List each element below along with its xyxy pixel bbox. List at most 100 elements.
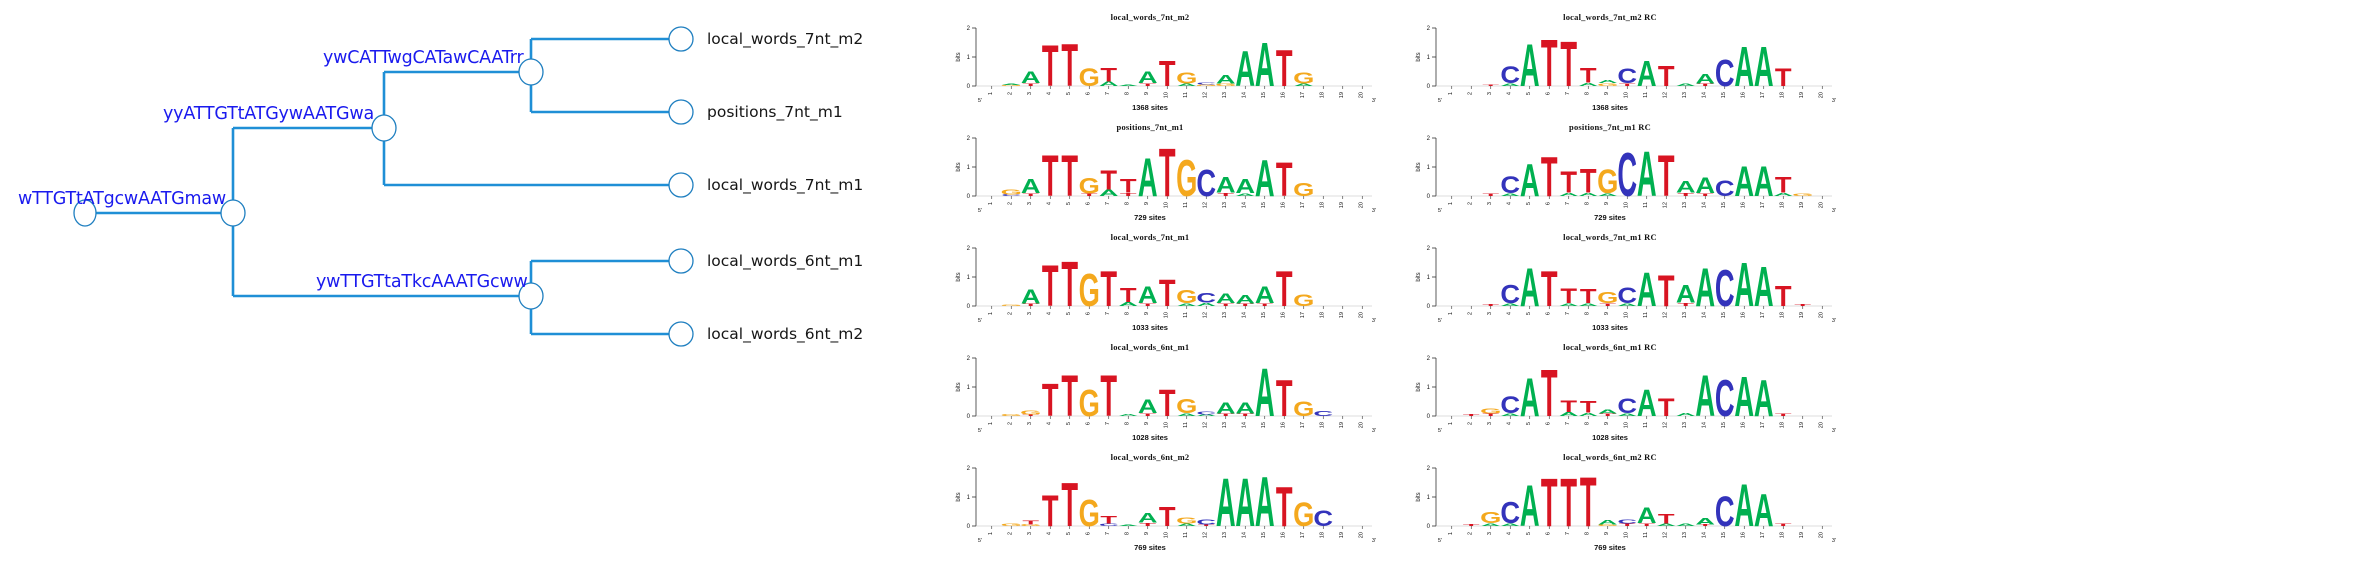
svg-text:T: T (1619, 82, 1636, 87)
svg-text:18: 18 (1779, 202, 1785, 208)
svg-text:14: 14 (1701, 92, 1707, 98)
svg-text:A: A (1255, 30, 1275, 100)
svg-text:15: 15 (1261, 92, 1267, 98)
svg-text:10: 10 (1623, 312, 1629, 318)
svg-text:3: 3 (1487, 92, 1493, 95)
svg-text:T: T (1775, 63, 1792, 92)
svg-text:1: 1 (988, 92, 994, 95)
svg-text:20: 20 (1358, 312, 1364, 318)
svg-text:19: 19 (1339, 92, 1345, 98)
logo-title: local_words_7nt_m2 (1110, 12, 1190, 22)
svg-text:7: 7 (1565, 92, 1571, 95)
svg-text:7: 7 (1565, 532, 1571, 535)
logo-sites-count: 1368 sites (1592, 103, 1628, 112)
svg-text:2: 2 (1467, 312, 1473, 315)
svg-text:1: 1 (1448, 532, 1454, 535)
svg-text:18: 18 (1779, 422, 1785, 428)
svg-text:A: A (1617, 412, 1637, 417)
svg-text:T: T (1619, 523, 1636, 527)
svg-text:16: 16 (1740, 92, 1746, 98)
svg-text:1: 1 (967, 165, 971, 171)
svg-text:5': 5' (1438, 428, 1442, 434)
svg-text:5: 5 (1526, 422, 1532, 425)
svg-text:6: 6 (1545, 422, 1551, 425)
node-leaf-0 (668, 26, 694, 52)
svg-text:T: T (1276, 476, 1293, 538)
dendrogram-panel: wTTGTtATgcwAATGmaw yyATTGTtATGywAATGwa y… (0, 0, 900, 587)
svg-text:T: T (1541, 146, 1558, 208)
svg-text:17: 17 (1760, 422, 1766, 428)
svg-text:G: G (1597, 289, 1618, 307)
logo-title: local_words_7nt_m1 (1110, 232, 1190, 242)
svg-text:5': 5' (1438, 318, 1442, 324)
svg-text:4: 4 (1046, 532, 1052, 535)
svg-text:bits: bits (956, 52, 962, 61)
svg-text:T: T (1100, 514, 1117, 526)
svg-text:C: C (1500, 280, 1520, 309)
svg-text:19: 19 (1339, 312, 1345, 318)
svg-text:A: A (1520, 32, 1540, 99)
svg-text:20: 20 (1358, 532, 1364, 538)
svg-text:T: T (1697, 83, 1714, 87)
svg-text:1: 1 (967, 55, 971, 61)
svg-text:T: T (1580, 397, 1597, 416)
svg-text:A: A (1734, 250, 1754, 320)
logo-sites-count: 729 sites (1594, 213, 1626, 222)
svg-text:C: C (1500, 172, 1520, 198)
svg-text:8: 8 (1584, 312, 1590, 315)
svg-text:G: G (1020, 524, 1041, 527)
svg-text:T: T (1560, 396, 1577, 415)
svg-text:18: 18 (1319, 422, 1325, 428)
svg-text:17: 17 (1300, 422, 1306, 428)
svg-text:T: T (1159, 53, 1176, 94)
svg-text:G: G (1001, 523, 1022, 527)
svg-text:5: 5 (1066, 202, 1072, 205)
svg-text:T: T (1042, 143, 1059, 208)
svg-text:0: 0 (1427, 84, 1431, 90)
svg-text:A: A (1637, 53, 1657, 94)
svg-text:T: T (1198, 524, 1215, 527)
node-internal-1 (371, 114, 397, 142)
leaf-label-0: local_words_7nt_m2 (707, 30, 864, 48)
logo-title: positions_7nt_m1 (1116, 122, 1184, 132)
svg-text:G: G (1293, 180, 1314, 200)
svg-text:A: A (1255, 282, 1275, 308)
svg-text:T: T (1276, 260, 1293, 317)
svg-text:A: A (1559, 302, 1579, 307)
svg-text:A: A (1235, 175, 1255, 198)
node-leaf-1 (668, 99, 694, 125)
svg-text:3': 3' (1832, 98, 1836, 104)
svg-text:10: 10 (1623, 422, 1629, 428)
svg-text:11: 11 (1643, 422, 1649, 428)
node-leaf-2 (668, 172, 694, 198)
svg-text:A: A (1559, 411, 1579, 417)
svg-text:20: 20 (1818, 532, 1824, 538)
svg-text:15: 15 (1261, 532, 1267, 538)
svg-text:3': 3' (1832, 538, 1836, 544)
svg-text:8: 8 (1124, 92, 1130, 95)
logo-title: local_words_6nt_m1 (1110, 342, 1190, 352)
svg-text:1: 1 (988, 202, 994, 205)
svg-text:15: 15 (1721, 312, 1727, 318)
svg-text:2: 2 (1427, 26, 1431, 32)
logo-title: local_words_6nt_m2 RC (1563, 452, 1657, 462)
svg-text:5: 5 (1066, 312, 1072, 315)
logo-sites-count: 729 sites (1134, 213, 1166, 222)
svg-text:T: T (1100, 363, 1117, 428)
logo-title: local_words_7nt_m1 RC (1563, 232, 1657, 242)
svg-text:T: T (1159, 383, 1176, 426)
svg-text:C: C (1617, 395, 1637, 418)
svg-text:20: 20 (1358, 422, 1364, 428)
svg-text:T: T (1081, 193, 1098, 197)
svg-text:A: A (1216, 73, 1236, 86)
svg-text:4: 4 (1506, 422, 1512, 425)
svg-text:20: 20 (1818, 92, 1824, 98)
